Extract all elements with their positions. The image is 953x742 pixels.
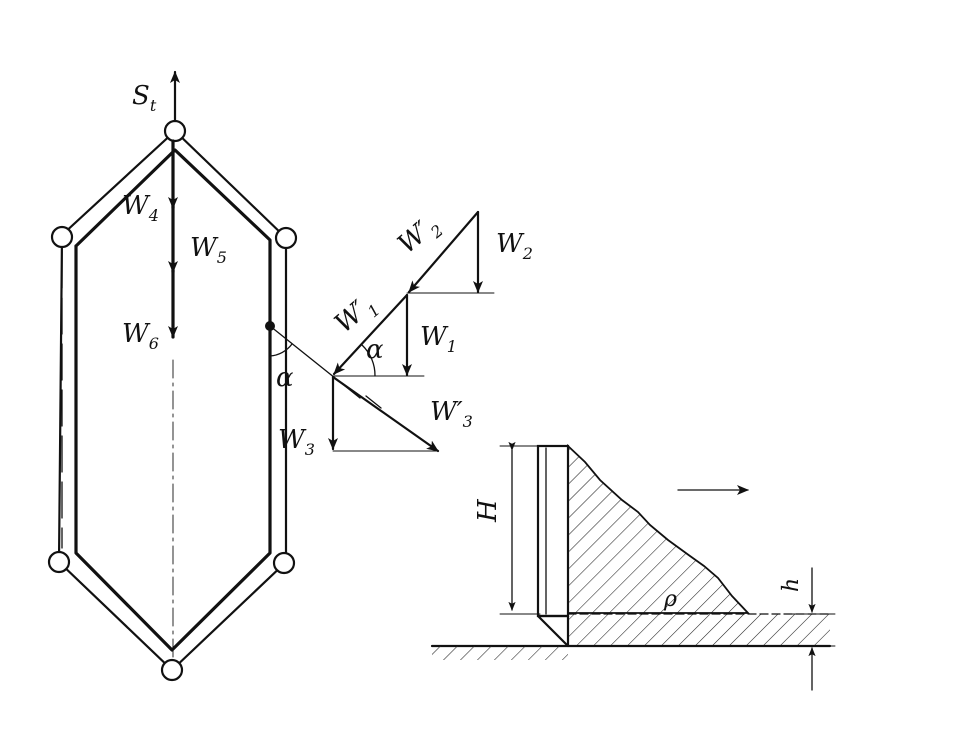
- joint-lower-right: [272, 551, 296, 575]
- joint-lower-left: [47, 550, 71, 574]
- label-w2-prime: W′2: [392, 209, 447, 263]
- w1-prime-arrow: [332, 293, 409, 376]
- label-depth-h: h: [779, 578, 804, 592]
- frame: [47, 70, 361, 682]
- soil-prism: [567, 443, 751, 614]
- label-w3: W3: [278, 425, 315, 459]
- label-st: St: [132, 81, 157, 115]
- blade-soil: [430, 441, 836, 691]
- label-angle-rho: ρ: [663, 587, 677, 612]
- w3-prime-arrow: [331, 375, 440, 453]
- w3-prime-tick: [365, 395, 382, 409]
- label-height-H: H: [473, 498, 503, 523]
- label-w2: W2: [496, 229, 533, 263]
- frame-inner-top: [74, 148, 272, 652]
- alpha-arc-polygon: [361, 344, 376, 377]
- label-alpha-frame: α: [276, 363, 294, 393]
- alpha-arc-frame: [269, 343, 293, 357]
- label-w6: W6: [122, 319, 159, 353]
- joint-upper-left: [50, 225, 74, 249]
- label-alpha-polygon: α: [366, 335, 384, 365]
- ground-layer: [568, 614, 830, 646]
- joint-upper-right: [274, 226, 298, 250]
- blade: [536, 444, 570, 618]
- label-w5: W5: [190, 233, 227, 267]
- joint-bottom: [160, 658, 184, 682]
- ground-left: [432, 646, 568, 660]
- force-polygon: [328, 210, 495, 453]
- label-w3-prime: W′3: [430, 397, 473, 431]
- blade-edge: [536, 614, 570, 648]
- w2-prime-arrow: [407, 210, 480, 294]
- label-w1: W1: [420, 322, 457, 356]
- label-w4: W4: [122, 191, 159, 225]
- joint-top: [163, 119, 187, 143]
